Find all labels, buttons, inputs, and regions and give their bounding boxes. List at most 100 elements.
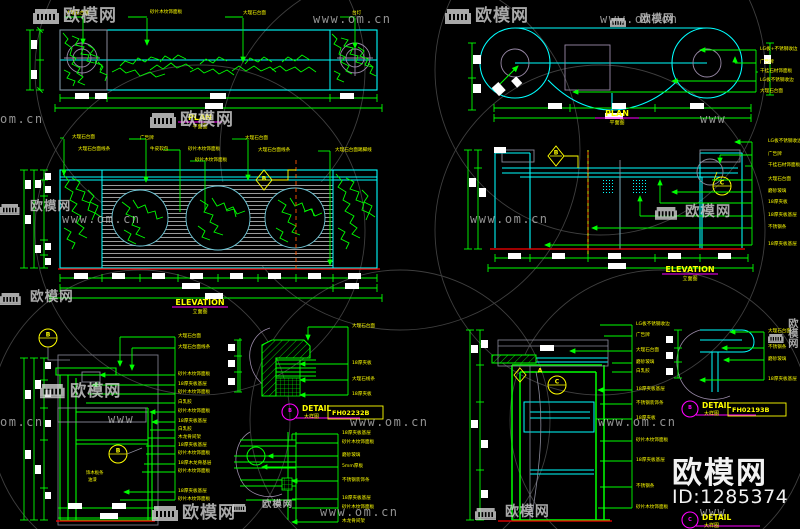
annotation-label: 大理石台面线条 — [258, 146, 291, 153]
detail-mark-letter: B — [46, 332, 51, 339]
annotation-label: 磨砂玻璃 — [636, 358, 655, 365]
detail-c-bottom-title-en: DETAIL — [702, 513, 731, 522]
plan-right-labels — [491, 76, 523, 97]
annotation-label: 砂片木纹饰面板 — [342, 438, 375, 445]
detail-mark-letter: B — [554, 150, 559, 157]
annotation-label: 大理石台面 — [66, 9, 89, 16]
title-detail-b: B DETAIL 大样图 FH02232B — [288, 404, 369, 420]
title-detail-c-bottom: C DETAIL 大样图 — [688, 513, 731, 529]
annotation-label: 大理石台面线条 — [78, 145, 111, 152]
detail-b-right-mark: B — [688, 405, 692, 411]
annotation-label: 不锈钢条 — [636, 482, 655, 489]
detail-mark-letters: B B B B C C A — [46, 150, 725, 455]
annotation-label: 18厚夹板基层 — [178, 487, 207, 494]
annotation-label: 干挂石材饰面板 — [768, 161, 800, 168]
svg-text:油漆: 油漆 — [88, 476, 97, 483]
annotation-label: 大理石台面 — [245, 134, 268, 141]
detail-right-top-bubble — [681, 400, 756, 418]
annotation-label: 砂片木纹饰面板 — [636, 436, 669, 443]
title-plan-right: PLAN 平面图 — [595, 109, 639, 126]
detail-c-drawing — [234, 431, 339, 525]
annotation-label: 磨砂玻璃 — [342, 451, 361, 458]
annotation-label: 大理石台面线条 — [178, 343, 211, 350]
annotation-label: 18厚夹板基层 — [768, 240, 797, 247]
title-plan-left: PLAN 平面图 — [178, 113, 222, 130]
elevation-right-title-en: ELEVATION — [665, 265, 714, 274]
detail-b-title-cn: 大样图 — [304, 413, 319, 420]
annotation-label: 砂片木纹饰面板 — [178, 388, 211, 395]
detail-mark-b-section-top — [38, 328, 70, 361]
annotation-label: 不锈钢条 — [768, 343, 787, 350]
annotation-label: 5mm厚板 — [342, 462, 363, 469]
annotation-label: 18厚夹板基层 — [636, 456, 665, 463]
annotation-label: 广告牌 — [140, 134, 154, 141]
annotation-label: 大理石台面 — [760, 87, 783, 94]
detail-mark-letter: B — [262, 176, 267, 183]
plan-right-title-cn: 平面图 — [609, 120, 624, 126]
detail-mark-c-elevation-right — [712, 171, 732, 196]
annotation-label: 大理石线条 — [352, 375, 375, 382]
annotation-label: 18厚夹板基层 — [636, 385, 665, 392]
annotation-label-layer: 大理石台面砂片木纹饰面板大理石台面台灯大理石台面大理石台面线条广告牌牛皮软包砂片… — [66, 8, 800, 524]
annotation-label: LG板不锈钢收边 — [760, 76, 794, 83]
annotation-label: 木龙骨间架 — [342, 517, 365, 524]
annotation-label: 木龙骨间架 — [178, 433, 201, 440]
annotation-label: 砂片木纹饰面板 — [178, 495, 211, 502]
detail-b-title-en: DETAIL — [302, 404, 331, 413]
plan-left-dim-values — [31, 40, 354, 109]
annotation-label: 大理石台面 — [72, 133, 95, 140]
annotation-label: 大理石台面 — [178, 332, 201, 339]
annotation-label: 大理石台面踢脚线 — [335, 146, 372, 153]
annotation-label: 不锈钢条 — [768, 223, 787, 230]
annotation-label: 18厚夹板基层 — [768, 375, 797, 382]
detail-right-top-drawing — [666, 329, 787, 418]
plan-left-dimensions — [26, 26, 383, 112]
detail-mark-letter: C — [555, 379, 560, 386]
elevation-left-title-cn: 立面图 — [192, 308, 207, 315]
annotation-label: LG板不锈钢收边 — [768, 137, 800, 144]
annotation-label: 砂片木纹饰面板 — [150, 8, 183, 15]
annotation-label: 18厚夹板基层 — [768, 211, 797, 218]
detail-mark-b-section-mid — [108, 444, 143, 464]
title-elevation-right: ELEVATION 立面图 — [662, 265, 718, 282]
annotation-label: LG板不锈钢收边 — [636, 320, 670, 327]
annotation-label: 台灯 — [352, 9, 362, 16]
annotation-label: 18厚夹板基层 — [178, 380, 207, 387]
annotation-label: 白乳胶 — [178, 425, 192, 432]
detail-b-right-title-cn: 大样图 — [704, 410, 719, 417]
detail-mark-b-elevation-right — [547, 145, 579, 168]
detail-b-right-code: FH02193B — [732, 406, 769, 414]
plan-left-title-en: PLAN — [188, 113, 212, 122]
detail-b-right-title-en: DETAIL — [702, 401, 731, 410]
plan-left-title-cn: 平面图 — [192, 124, 207, 130]
annotation-label: 不锈钢装饰条 — [342, 476, 370, 483]
annotation-label: 牛皮软包 — [150, 145, 169, 152]
detail-c-bottom-bubble — [681, 511, 760, 529]
annotation-label: 大理石台面 — [768, 175, 791, 182]
section-left-drawing: 饰木板条 油漆 — [20, 328, 176, 526]
annotation-label: 干挂石材饰面板 — [760, 67, 793, 74]
elevation-left-drawing — [20, 137, 383, 302]
detail-b-mark: B — [288, 408, 292, 414]
annotation-label: 广告牌 — [768, 150, 782, 157]
detail-mark-b-section-right — [513, 367, 527, 383]
svg-text:饰木板条: 饰木板条 — [86, 469, 104, 476]
annotation-label: 广告牌 — [760, 58, 774, 65]
annotation-label: 18厚夹板 — [636, 414, 656, 421]
annotation-label: 砂片木纹饰面板 — [178, 370, 211, 377]
drawing-titles: PLAN 平面图 PLAN 平面图 ELEVATION 立面图 ELEVATIO… — [172, 109, 769, 529]
annotation-label: 18厚夹板基层 — [178, 441, 207, 448]
title-detail-b-right: B DETAIL 大样图 FH02193B — [688, 401, 769, 417]
detail-mark-letter: A — [538, 368, 543, 375]
elevation-left-title-en: ELEVATION — [175, 298, 224, 307]
annotation-label: 砂片木纹饰面板 — [342, 503, 375, 510]
annotation-label: 砂片木纹饰面板 — [188, 145, 221, 152]
detail-mark-letter: C — [720, 180, 725, 187]
annotation-label: 砂片木纹饰面板 — [178, 407, 211, 414]
annotation-label: 磨砂玻璃 — [768, 187, 787, 194]
annotation-label: 18厚夹板基层 — [342, 494, 371, 501]
elevation-right-title-cn: 立面图 — [682, 275, 697, 282]
